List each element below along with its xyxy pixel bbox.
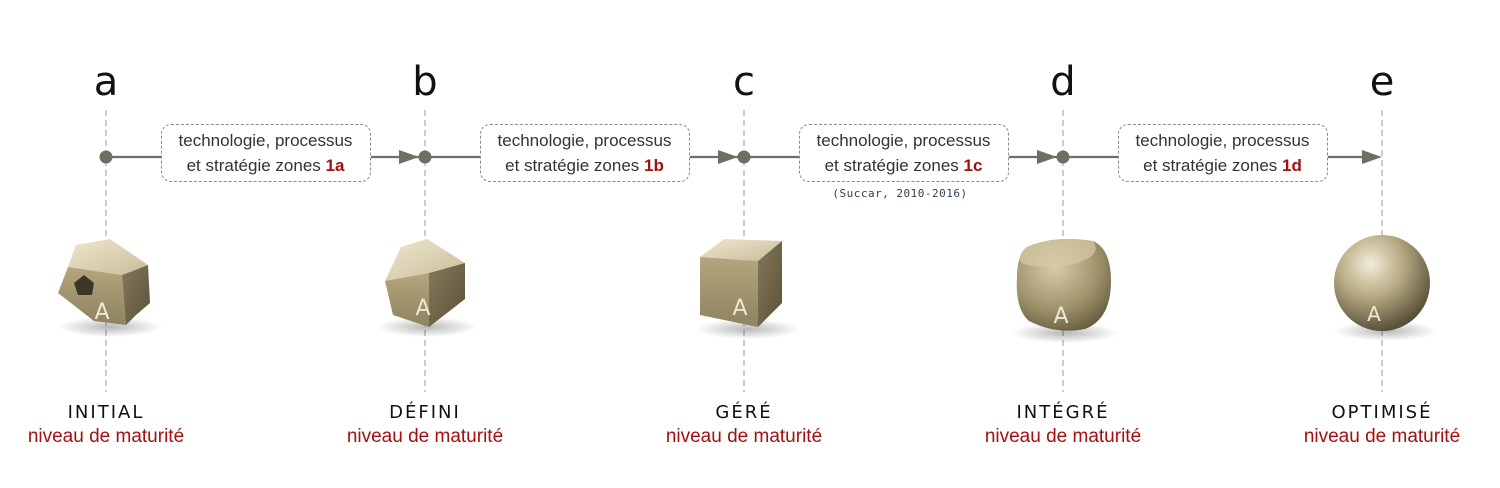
arrow-head-e bbox=[1362, 150, 1382, 164]
stage-letter-d: d bbox=[1050, 59, 1076, 105]
citation-text: (Succar, 2010-2016) bbox=[832, 187, 968, 200]
zone-box-1a: technologie, processus et stratégie zones… bbox=[160, 124, 371, 182]
rounded-cube-icon: A bbox=[1011, 239, 1119, 343]
zone-id: 1b bbox=[644, 156, 664, 175]
zone-line1: technologie, processus bbox=[1135, 131, 1310, 150]
sphere-body bbox=[1334, 235, 1430, 331]
zone-id: 1a bbox=[325, 156, 345, 175]
zone-box-1c: technologie, processus et stratégie zones… bbox=[798, 124, 1009, 182]
level-subtitle-b: niveau de maturité bbox=[346, 426, 504, 447]
zone-line2-text: et stratégie zones bbox=[1143, 156, 1283, 175]
cube-icon: A bbox=[696, 239, 800, 339]
level-name-b: DÉFINI bbox=[389, 402, 461, 423]
zone-id: 1d bbox=[1282, 156, 1302, 175]
broken-polyhedron-icon: A bbox=[58, 239, 162, 337]
shape-letter: A bbox=[1367, 302, 1381, 326]
shape-letter: A bbox=[1053, 304, 1068, 329]
shape-letter: A bbox=[94, 300, 109, 325]
zone-line2-text: et stratégie zones bbox=[186, 156, 326, 175]
level-subtitle-d: niveau de maturité bbox=[984, 426, 1142, 447]
arrow-head-d bbox=[1037, 150, 1057, 164]
zone-line2: et stratégie zones 1b bbox=[481, 153, 689, 178]
level-subtitle-e: niveau de maturité bbox=[1303, 426, 1461, 447]
level-name-c: GÉRÉ bbox=[715, 402, 773, 423]
shape-shadow bbox=[1011, 323, 1119, 343]
stage-letter-c: c bbox=[733, 59, 755, 105]
zone-line1: technologie, processus bbox=[178, 131, 353, 150]
stage-letter-b: b bbox=[412, 59, 438, 105]
zone-line2: et stratégie zones 1a bbox=[162, 153, 370, 178]
polyhedron-icon: A bbox=[377, 239, 477, 337]
shape-shadow bbox=[696, 319, 800, 339]
shape-letter: A bbox=[415, 296, 430, 321]
sphere-icon: A bbox=[1334, 235, 1438, 341]
zone-line2-text: et stratégie zones bbox=[824, 156, 964, 175]
node-dot-a bbox=[99, 150, 113, 164]
arrow-head-b bbox=[399, 150, 419, 164]
arrow-head-c bbox=[718, 150, 738, 164]
zone-id: 1c bbox=[963, 156, 983, 175]
shape-shadow bbox=[1334, 321, 1438, 341]
zone-line2-text: et stratégie zones bbox=[505, 156, 645, 175]
hole bbox=[74, 275, 94, 295]
level-name-d: INTÉGRÉ bbox=[1016, 402, 1110, 423]
shape-shadow bbox=[377, 317, 477, 337]
zone-line2: et stratégie zones 1d bbox=[1119, 153, 1327, 178]
level-name-a: INITIAL bbox=[67, 402, 145, 423]
node-dot-b bbox=[418, 150, 432, 164]
stage-letter-e: e bbox=[1369, 59, 1395, 105]
stage-letter-a: a bbox=[93, 59, 119, 105]
level-subtitle-c: niveau de maturité bbox=[665, 426, 823, 447]
level-name-e: OPTIMISÉ bbox=[1331, 402, 1433, 423]
node-dot-c bbox=[737, 150, 751, 164]
zone-line2: et stratégie zones 1c bbox=[800, 153, 1008, 178]
shape-letter: A bbox=[732, 296, 747, 321]
node-dot-d bbox=[1056, 150, 1070, 164]
zone-box-1d: technologie, processus et stratégie zones… bbox=[1117, 124, 1328, 182]
zone-line1: technologie, processus bbox=[497, 131, 672, 150]
level-subtitle-a: niveau de maturité bbox=[27, 426, 185, 447]
zone-line1: technologie, processus bbox=[816, 131, 991, 150]
zone-box-1b: technologie, processus et stratégie zones… bbox=[479, 124, 690, 182]
shape-shadow bbox=[58, 317, 162, 337]
